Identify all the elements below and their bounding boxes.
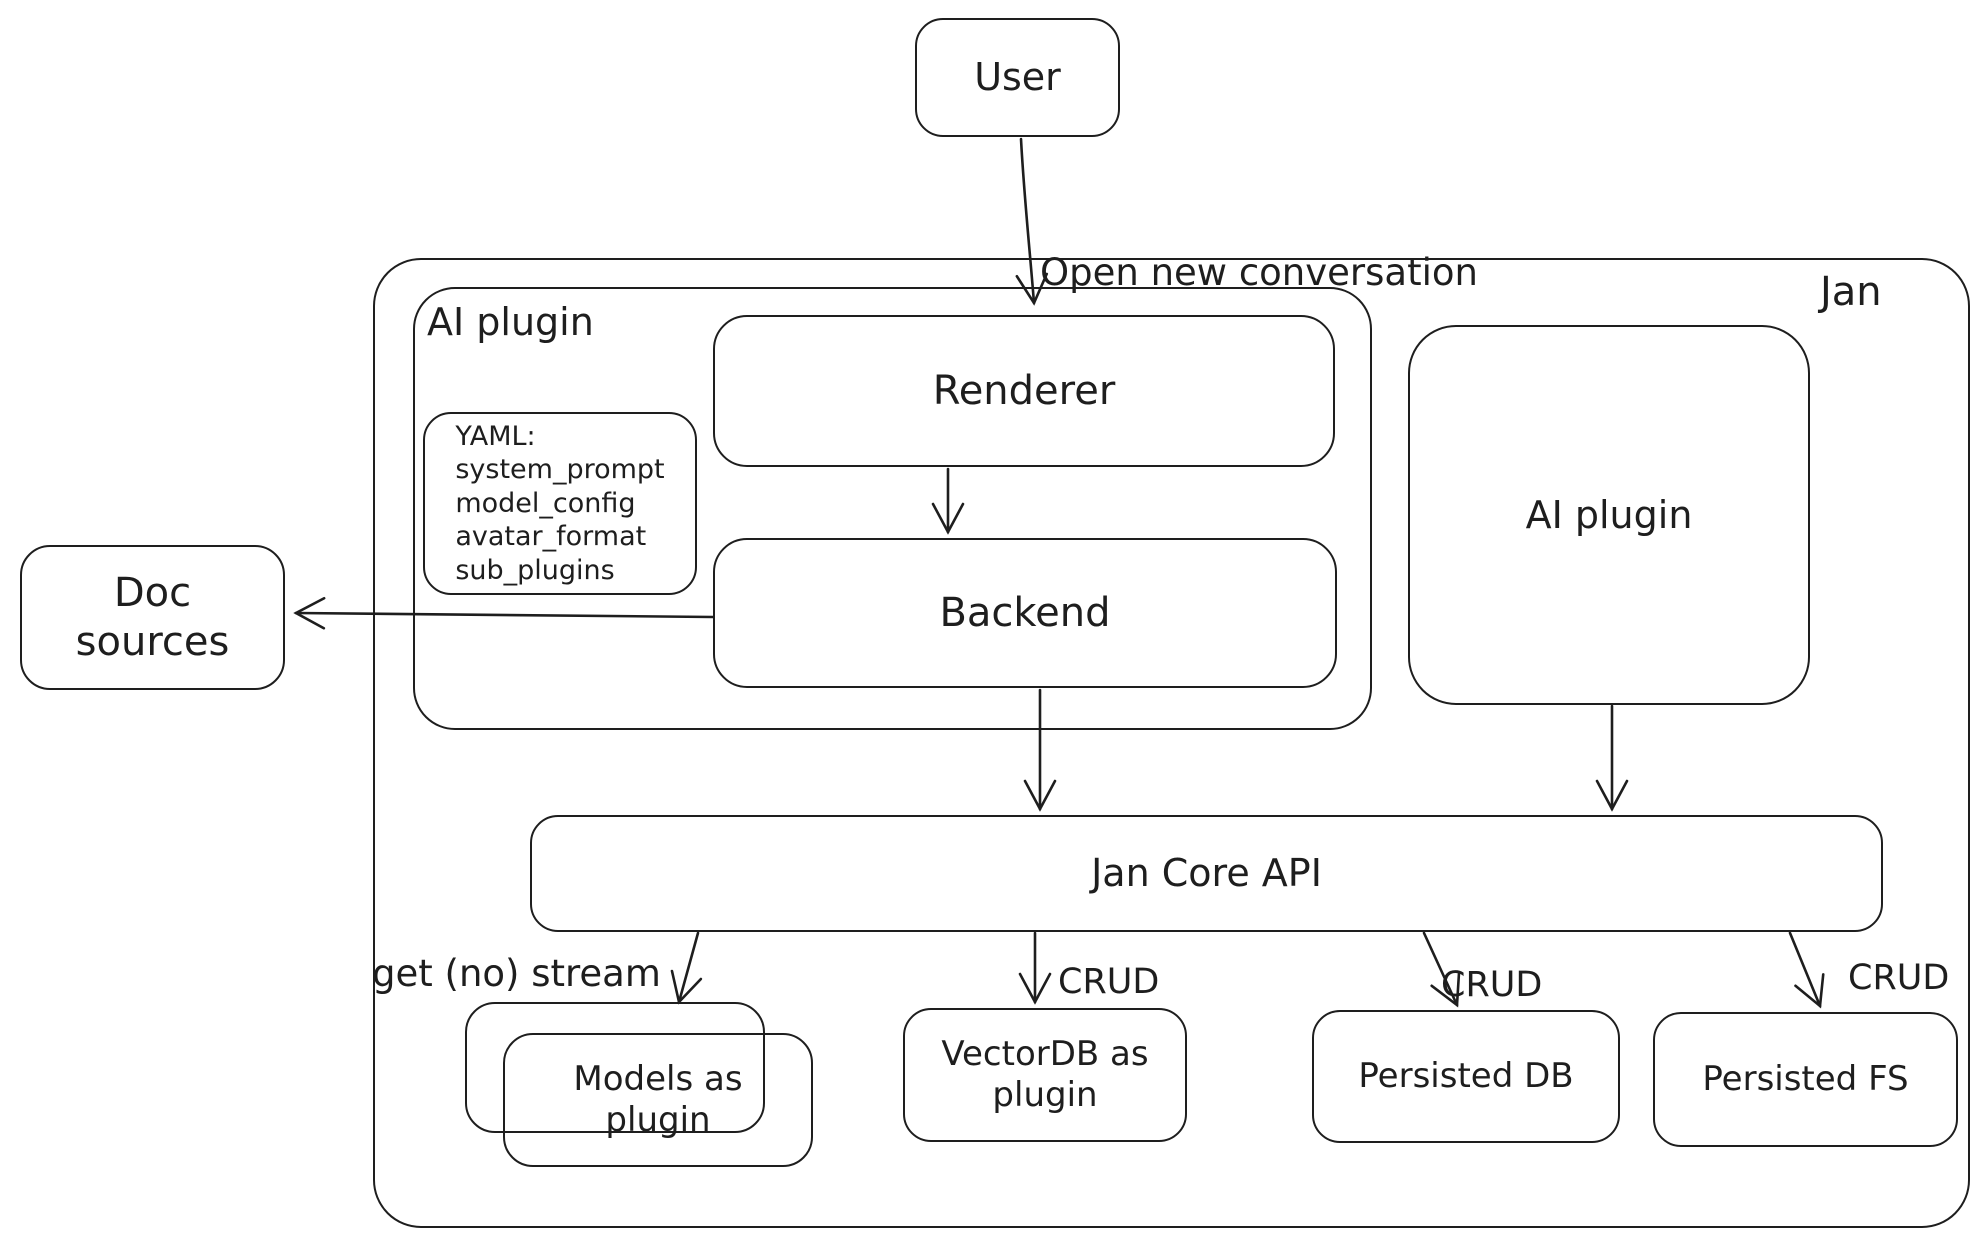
renderer-box: Renderer (713, 315, 1335, 467)
yaml-line: system_prompt (455, 454, 665, 486)
backend-box: Backend (713, 538, 1337, 688)
jan-core-api-box: Jan Core API (530, 815, 1883, 932)
persisted-fs-label: Persisted FS (1702, 1058, 1909, 1099)
persisted-db-label: Persisted DB (1358, 1055, 1574, 1096)
crud-label-persisted-fs: CRUD (1848, 958, 1950, 998)
user-box: User (915, 18, 1120, 137)
yaml-line: YAML: (455, 420, 536, 452)
get-stream-label: get (no) stream (372, 952, 661, 995)
ai-plugin-box-label: AI plugin (1525, 492, 1693, 537)
persisted-fs-box: Persisted FS (1653, 1012, 1958, 1147)
ai-plugin-container (413, 287, 1372, 730)
doc-sources-label: Doc sources (75, 569, 230, 665)
arrow-core-api-to-models (670, 931, 703, 1005)
jan-core-api-label: Jan Core API (1091, 851, 1322, 896)
crud-label-vectordb: CRUD (1058, 962, 1160, 1002)
yaml-note-text: YAML: system_prompt model_config avatar_… (449, 420, 670, 587)
models-box-back (465, 1002, 765, 1133)
arrow-core-api-to-persisted-db (1422, 931, 1461, 1008)
user-label: User (974, 55, 1061, 100)
jan-container-label: Jan (1820, 269, 1882, 315)
vectordb-box: VectorDB as plugin (903, 1008, 1187, 1142)
yaml-line: sub_plugins (455, 554, 615, 586)
yaml-line: avatar_format (455, 521, 647, 553)
ai-plugin-box: AI plugin (1408, 325, 1810, 705)
backend-label: Backend (939, 589, 1111, 636)
yaml-note-box: YAML: system_prompt model_config avatar_… (423, 412, 697, 595)
models-box: Models as plugin (503, 1033, 813, 1167)
yaml-line: model_config (455, 487, 636, 519)
arrow-core-api-to-persisted-fs (1788, 931, 1825, 1009)
persisted-db-box: Persisted DB (1312, 1010, 1620, 1143)
models-label: Models as plugin (573, 1058, 743, 1140)
vectordb-label: VectorDB as plugin (941, 1033, 1149, 1115)
arrow-user-to-renderer (1015, 137, 1049, 306)
arrow-backend-to-doc-sources (293, 596, 715, 630)
doc-sources-box: Doc sources (20, 545, 285, 690)
renderer-label: Renderer (932, 367, 1116, 414)
jan-container (373, 258, 1970, 1228)
